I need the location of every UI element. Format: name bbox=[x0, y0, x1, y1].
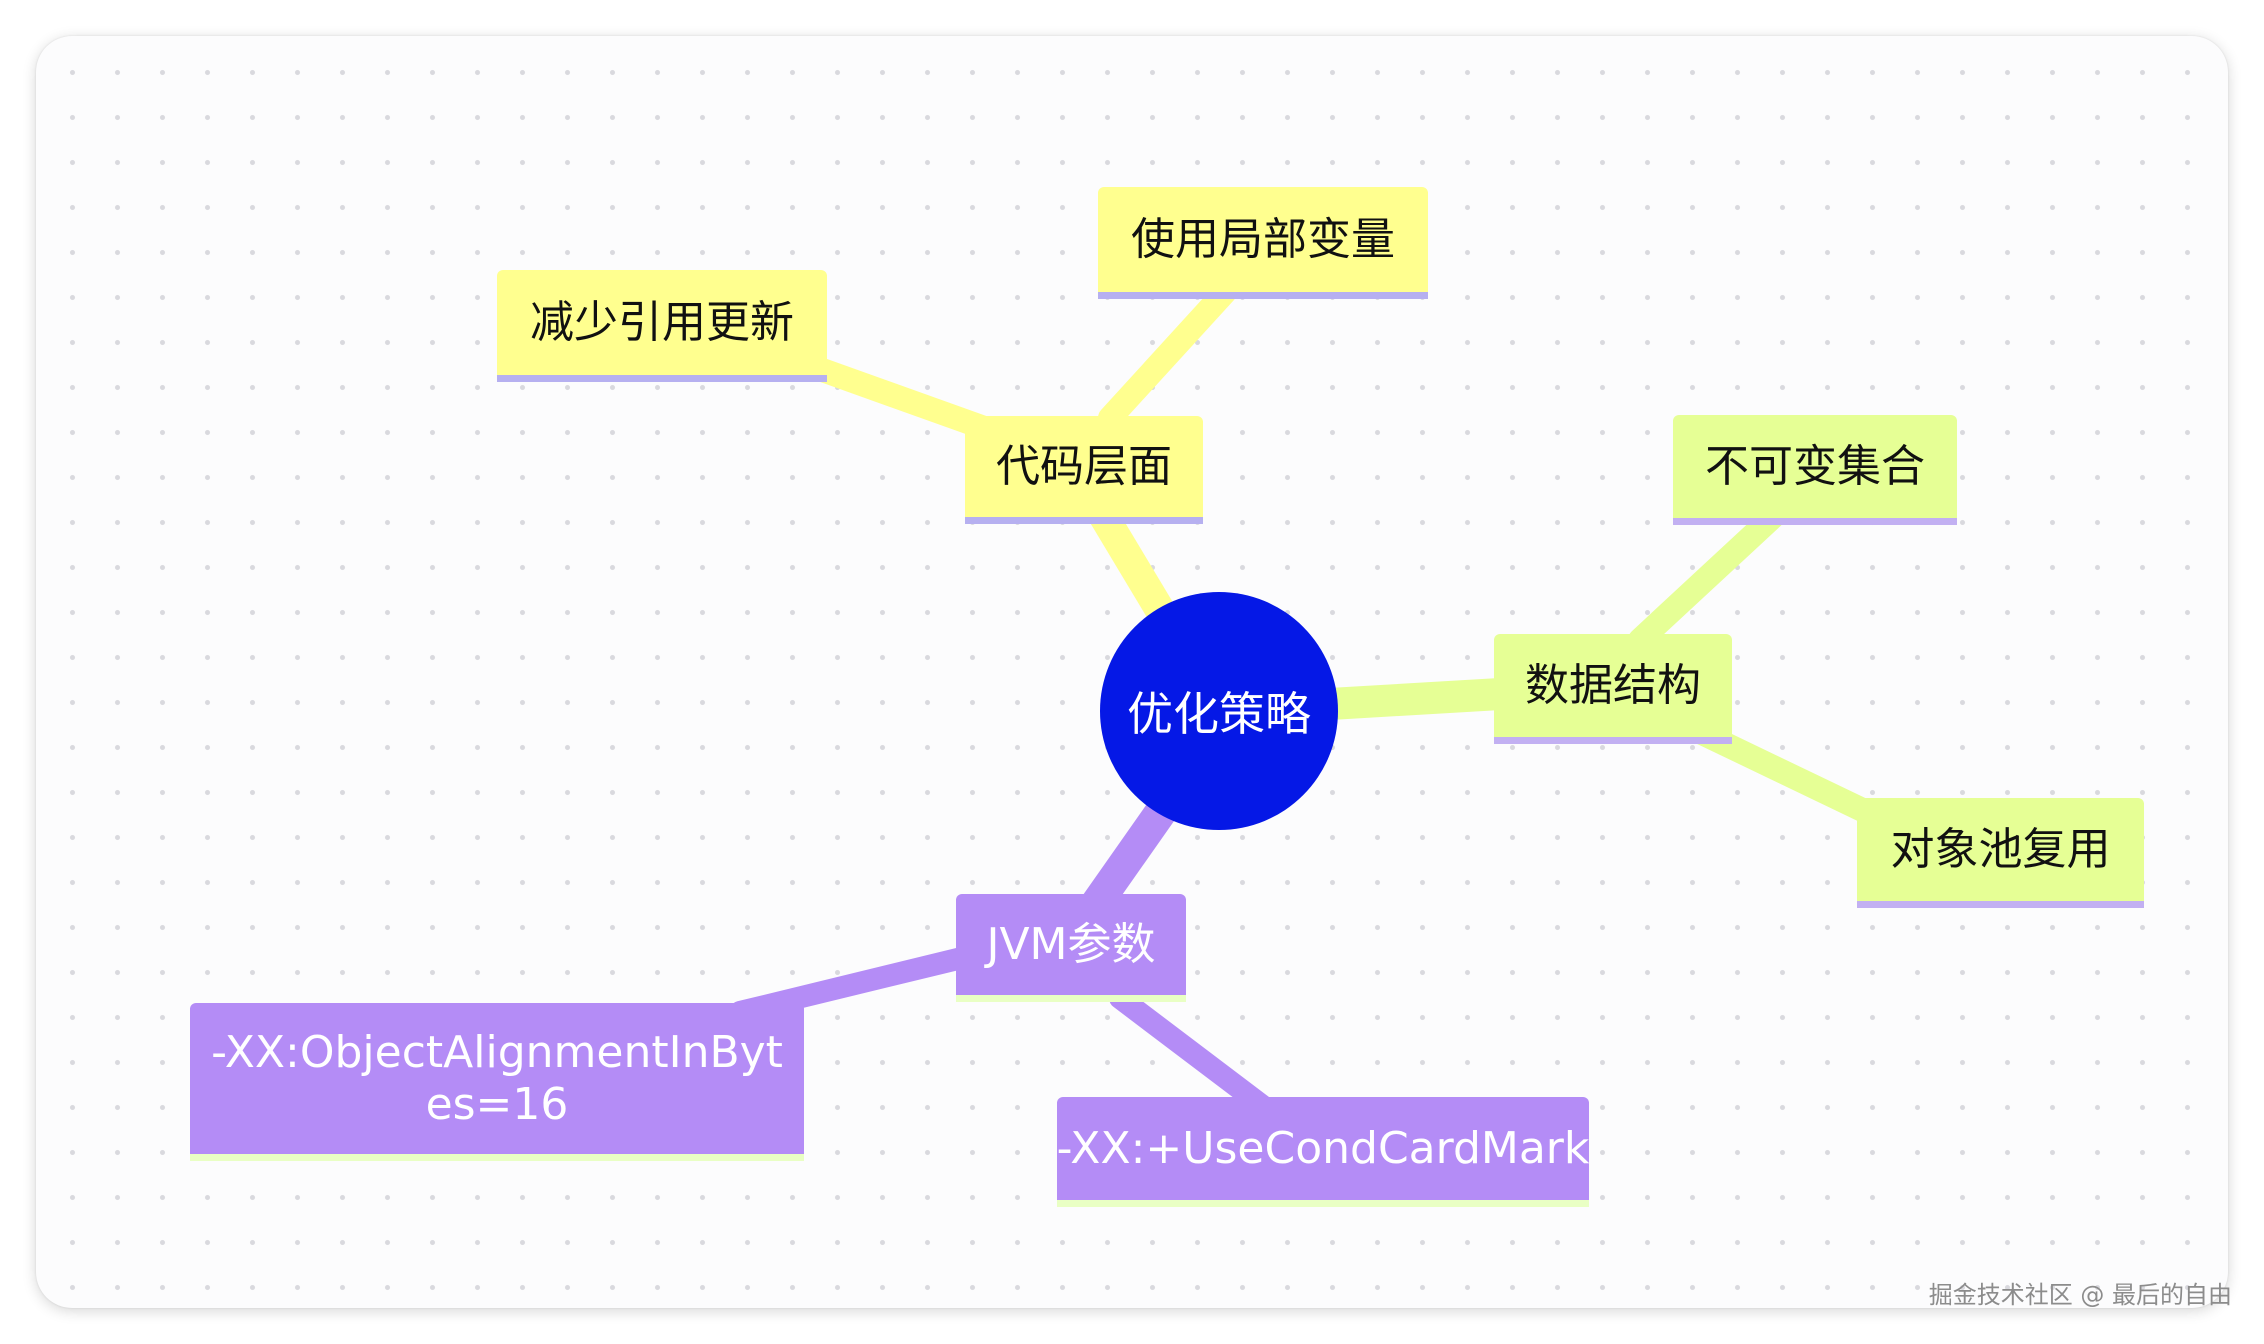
node-immutable-collection-label: 不可变集合 bbox=[1705, 440, 1925, 492]
node-object-pool: 对象池复用 bbox=[1857, 798, 2144, 908]
node-object-pool-label: 对象池复用 bbox=[1890, 823, 2111, 875]
node-data-structure-label: 数据结构 bbox=[1525, 659, 1701, 711]
node-object-alignment: -XX:ObjectAlignmentInBytes=16 bbox=[190, 1003, 804, 1161]
edge-root-data bbox=[1314, 678, 1516, 720]
node-reduce-ref-update: 减少引用更新 bbox=[497, 270, 827, 382]
node-jvm-params-label: JVM参数 bbox=[986, 918, 1156, 970]
edge-code-local bbox=[1098, 280, 1237, 430]
node-data-structure: 数据结构 bbox=[1494, 634, 1732, 744]
node-reduce-ref-update-label: 减少引用更新 bbox=[530, 296, 794, 348]
node-code-level: 代码层面 bbox=[965, 416, 1203, 524]
edge-data-immutable bbox=[1628, 500, 1790, 652]
node-immutable-collection: 不可变集合 bbox=[1673, 415, 1957, 525]
root-label: 优化策略 bbox=[1127, 687, 1311, 741]
node-use-local-var-label: 使用局部变量 bbox=[1131, 213, 1395, 265]
node-use-cond-card-mark-label: -XX:+UseCondCardMark bbox=[1056, 1122, 1590, 1174]
edge-root-code bbox=[1085, 495, 1175, 625]
node-use-cond-card-mark: -XX:+UseCondCardMark bbox=[1057, 1097, 1589, 1207]
watermark-text: 掘金技术社区 @ 最后的自由 bbox=[1928, 1281, 2232, 1309]
edge-code-reduce bbox=[788, 350, 1002, 442]
node-code-level-label: 代码层面 bbox=[996, 440, 1172, 492]
edge-jvm-align bbox=[729, 945, 981, 1023]
node-jvm-params: JVM参数 bbox=[956, 894, 1186, 1002]
edge-jvm-cardmark bbox=[1109, 987, 1279, 1121]
node-object-alignment-label: -XX:ObjectAlignmentInBytes=16 bbox=[211, 1026, 783, 1130]
node-use-local-var: 使用局部变量 bbox=[1098, 187, 1428, 299]
root-node: 优化策略 bbox=[1100, 592, 1338, 830]
